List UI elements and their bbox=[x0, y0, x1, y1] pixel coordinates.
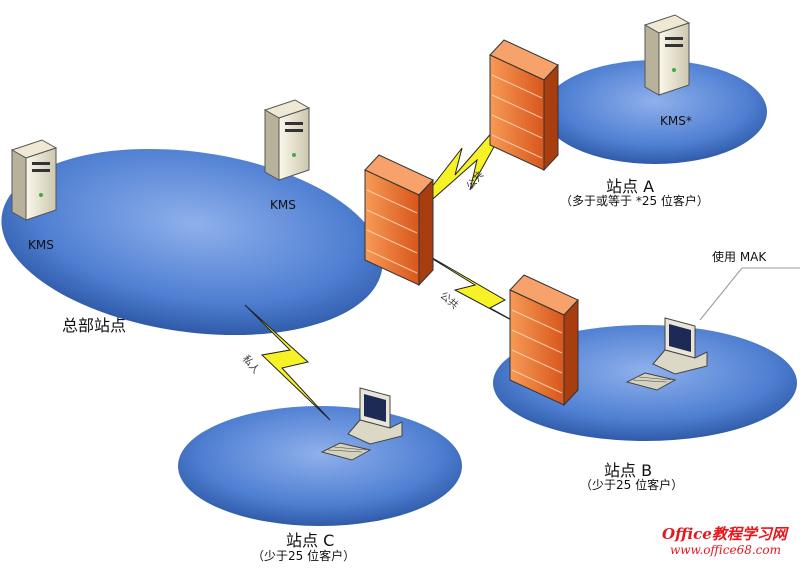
site-a-server-label: KMS* bbox=[660, 114, 692, 128]
firewall-site-a-icon bbox=[489, 39, 559, 171]
site-c-ellipse bbox=[178, 406, 462, 526]
site-b-note: （少于25 位客户） bbox=[580, 478, 684, 492]
mak-callout-label: 使用 MAK bbox=[712, 250, 767, 264]
hq-server-1-label: KMS bbox=[28, 238, 54, 252]
hq-site-ellipse bbox=[1, 148, 383, 336]
watermark-logo: Office教程学习网 www.office68.com bbox=[662, 525, 787, 558]
site-c-name: 站点 C bbox=[286, 531, 335, 550]
site-c-note: （少于25 位客户） bbox=[252, 549, 356, 563]
site-b-name: 站点 B bbox=[604, 461, 653, 480]
server-hq-1-icon bbox=[11, 139, 57, 221]
hq-site-name: 总部站点 bbox=[62, 316, 127, 335]
lightning-private-c-icon bbox=[244, 304, 331, 421]
watermark-line1: Office教程学习网 bbox=[662, 525, 787, 543]
hq-server-2-label: KMS bbox=[270, 198, 296, 212]
site-a-note: （多于或等于 *25 位客户） bbox=[560, 194, 709, 208]
site-a-ellipse bbox=[543, 60, 767, 164]
mak-callout-line bbox=[699, 267, 743, 321]
server-hq-2-icon bbox=[264, 99, 310, 181]
watermark-line2: www.office68.com bbox=[670, 543, 781, 557]
server-site-a-icon bbox=[644, 14, 690, 96]
site-a-name: 站点 A bbox=[606, 177, 655, 196]
